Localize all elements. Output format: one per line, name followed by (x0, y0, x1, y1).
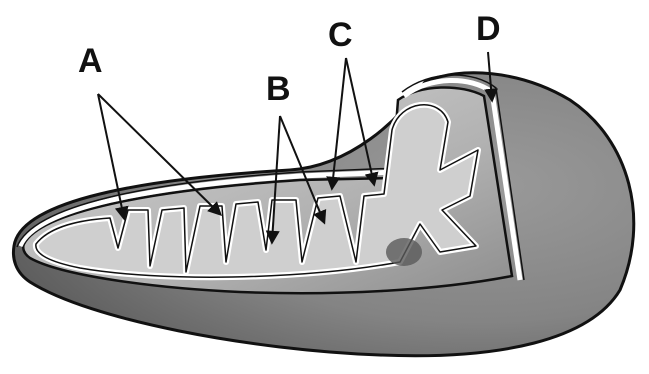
matrix-shadow (386, 238, 422, 266)
label-c: C (328, 16, 353, 54)
label-d: D (476, 10, 501, 48)
label-b: B (266, 70, 291, 108)
label-a: A (78, 42, 103, 80)
